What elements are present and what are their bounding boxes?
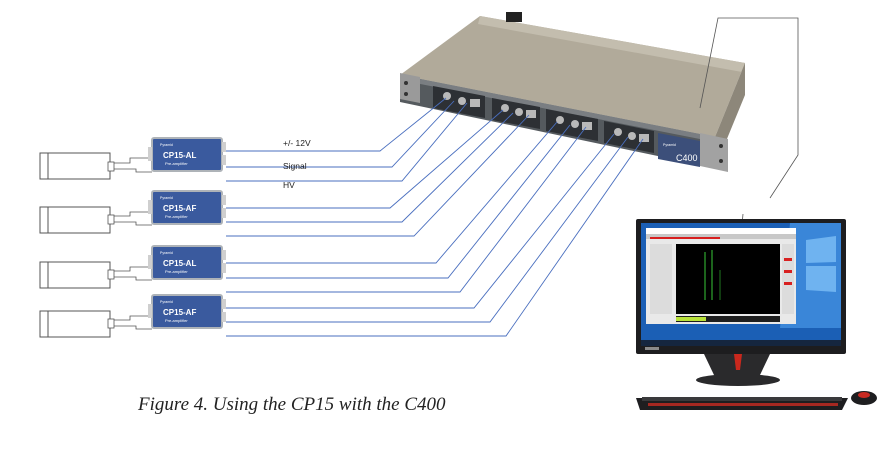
preamp-1-sub: Pre-amplifier <box>165 161 188 166</box>
preamp-1-model: CP15-AL <box>163 151 196 160</box>
computer-stand <box>696 354 780 386</box>
preamp-3-model: CP15-AL <box>163 259 196 268</box>
keyboard <box>636 397 848 410</box>
preamp-4-model: CP15-AF <box>163 308 196 317</box>
computer-monitor <box>636 219 846 354</box>
figure-caption: Figure 4. Using the CP15 with the C400 <box>138 394 446 415</box>
preamp-3: Pyramid CP15-AL Pre-amplifier <box>148 245 226 280</box>
c400-pc-cable <box>699 17 799 199</box>
detector-2 <box>39 206 152 234</box>
signal-cable-label: Signal <box>283 161 307 171</box>
preamp-4-sub: Pre-amplifier <box>165 318 188 323</box>
power-cable-label: +/- 12V <box>283 138 311 148</box>
c400-controller: Pyramid C400 <box>400 12 745 172</box>
preamp-4: Pyramid CP15-AF Pre-amplifier <box>148 294 226 329</box>
preamp-3-sub: Pre-amplifier <box>165 269 188 274</box>
preamp-1-brand: Pyramid <box>160 143 173 147</box>
c400-brand: Pyramid <box>663 143 676 147</box>
preamp-2-model: CP15-AF <box>163 204 196 213</box>
preamp-1: Pyramid CP15-AL Pre-amplifier <box>148 137 226 172</box>
detector-3 <box>39 261 152 289</box>
preamp-3-brand: Pyramid <box>160 251 173 255</box>
signal-cables <box>226 97 644 337</box>
preamp-4-brand: Pyramid <box>160 300 173 304</box>
hv-cable-label: HV <box>283 180 295 190</box>
preamp-2-brand: Pyramid <box>160 196 173 200</box>
detector-4 <box>39 310 152 338</box>
mouse <box>851 391 877 405</box>
c400-model-label: C400 <box>676 153 698 163</box>
preamp-2: Pyramid CP15-AF Pre-amplifier <box>148 190 226 225</box>
preamp-2-sub: Pre-amplifier <box>165 214 188 219</box>
detector-1 <box>39 152 152 180</box>
